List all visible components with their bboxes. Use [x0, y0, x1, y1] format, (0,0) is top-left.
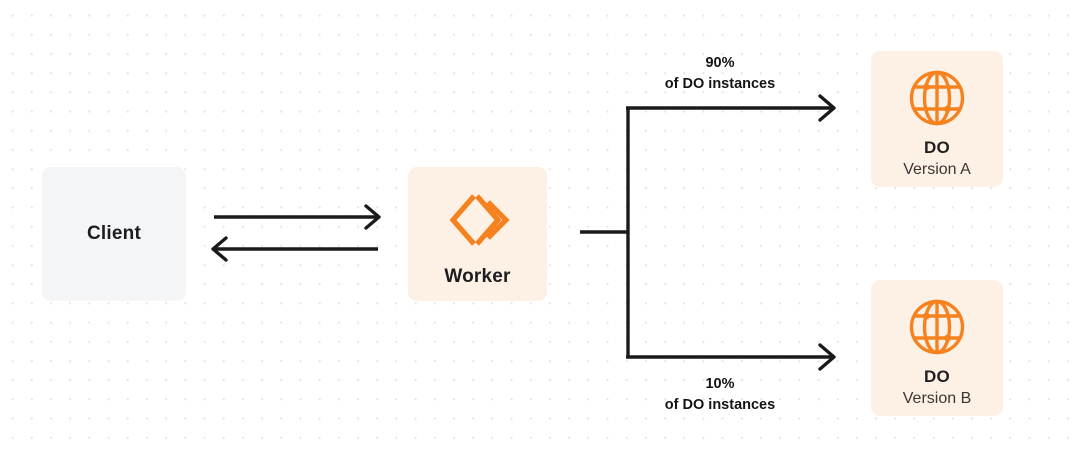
node-client[interactable]: Client: [42, 167, 186, 301]
node-worker[interactable]: Worker: [408, 167, 547, 301]
globe-icon: [908, 69, 966, 127]
node-do-a-sublabel: Version A: [903, 161, 971, 178]
cloudflare-workers-icon: [446, 191, 510, 249]
edge-label-do-a-percent: 90%: [705, 55, 735, 71]
edge-label-do-b-caption: of DO instances: [664, 396, 776, 413]
node-do-version-b[interactable]: DO Version B: [871, 280, 1003, 416]
node-do-b-label: DO: [924, 367, 950, 386]
node-do-version-a[interactable]: DO Version A: [871, 51, 1003, 187]
node-do-a-label: DO: [924, 138, 950, 157]
edge-label-do-b-percent: 10%: [705, 376, 735, 392]
edge-label-do-a: 90% of DO instances: [620, 53, 820, 94]
arrow-worker-to-do-b: [626, 343, 836, 371]
edge-label-do-a-caption: of DO instances: [664, 75, 776, 92]
branch-connector: [580, 108, 630, 357]
arrow-client-to-worker: [214, 204, 381, 230]
node-client-label: Client: [87, 223, 141, 244]
arrow-worker-to-client: [211, 236, 378, 262]
node-worker-label: Worker: [444, 266, 511, 287]
arrow-worker-to-do-a: [626, 94, 836, 122]
globe-icon: [908, 298, 966, 356]
node-do-b-sublabel: Version B: [902, 390, 972, 407]
edge-label-do-b: 10% of DO instances: [620, 374, 820, 415]
